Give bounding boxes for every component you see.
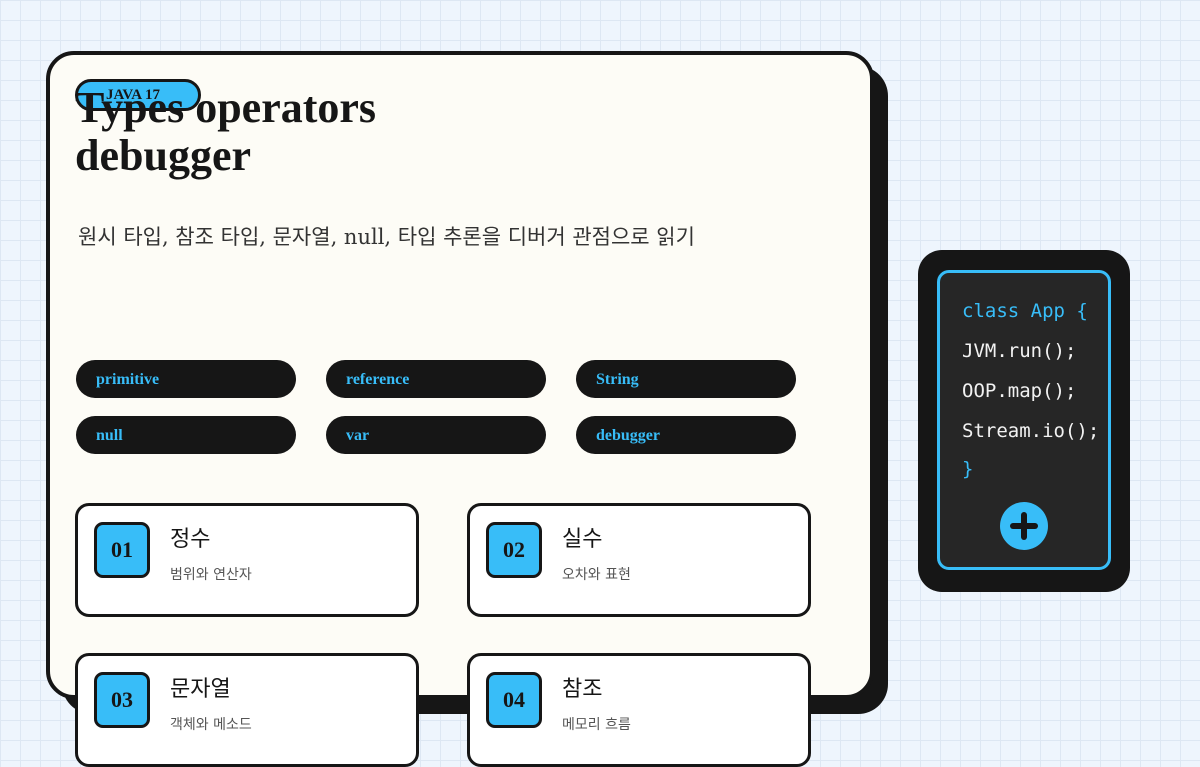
topic-card-float[interactable]: 02 실수 오차와 표현 [467,503,811,617]
topic-number: 01 [94,522,150,578]
topic-description: 오차와 표현 [562,567,631,583]
topic-description: 객체와 메소드 [170,717,252,733]
topic-card-integer[interactable]: 01 정수 범위와 연산자 [75,503,419,617]
page-subtitle: 원시 타입, 참조 타입, 문자열, null, 타입 추론을 디버거 관점으로… [78,225,695,249]
topic-number: 03 [94,672,150,728]
topic-title: 참조 [562,677,603,702]
topic-number: 04 [486,672,542,728]
tag-string[interactable]: String [576,360,796,398]
tag-reference[interactable]: reference [326,360,546,398]
topic-title: 정수 [170,527,211,552]
plus-icon [1010,512,1038,540]
topic-title: 문자열 [170,677,231,702]
topic-description: 메모리 흐름 [562,717,631,733]
tag-null[interactable]: null [76,416,296,454]
code-line: class App { [962,300,1088,322]
tag-primitive[interactable]: primitive [76,360,296,398]
topic-number: 02 [486,522,542,578]
topic-card-string[interactable]: 03 문자열 객체와 메소드 [75,653,419,767]
java-version-badge: JAVA 17 [75,79,201,111]
page-title: Types operators debugger [75,83,377,180]
add-button[interactable] [1000,502,1048,550]
code-line: JVM.run(); [962,340,1077,362]
topic-card-reference[interactable]: 04 참조 메모리 흐름 [467,653,811,767]
tag-var[interactable]: var [326,416,546,454]
code-line: OOP.map(); [962,380,1077,402]
code-line: Stream.io(); [962,420,1100,442]
topic-description: 범위와 연산자 [170,567,252,583]
topic-title: 실수 [562,527,603,552]
code-line: } [962,458,974,480]
tag-debugger[interactable]: debugger [576,416,796,454]
